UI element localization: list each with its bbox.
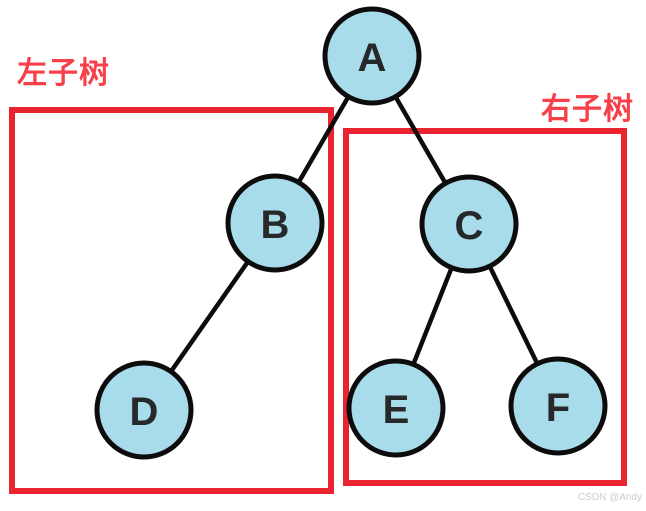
tree-node-d: D <box>94 360 194 460</box>
node-label: B <box>261 203 290 247</box>
tree-node-a: A <box>322 6 422 106</box>
left-subtree-label: 左子树 <box>17 57 110 90</box>
tree-node-e: E <box>346 358 446 458</box>
tree-node-b: B <box>225 173 325 273</box>
node-label: C <box>455 204 484 248</box>
node-label: A <box>358 36 387 80</box>
watermark: CSDN @Andy <box>577 492 642 503</box>
tree-node-f: F <box>508 356 608 456</box>
node-label: E <box>383 388 410 432</box>
node-circle <box>225 173 325 273</box>
tree-node-c: C <box>419 174 519 274</box>
node-circle <box>346 358 446 458</box>
node-circle <box>94 360 194 460</box>
node-circle <box>419 174 519 274</box>
left-subtree-box <box>9 107 334 494</box>
node-circle <box>322 6 422 106</box>
node-label: F <box>546 386 570 430</box>
node-label: D <box>130 390 159 434</box>
node-circle <box>508 356 608 456</box>
right-subtree-box <box>343 128 627 486</box>
right-subtree-label: 右子树 <box>541 93 634 126</box>
